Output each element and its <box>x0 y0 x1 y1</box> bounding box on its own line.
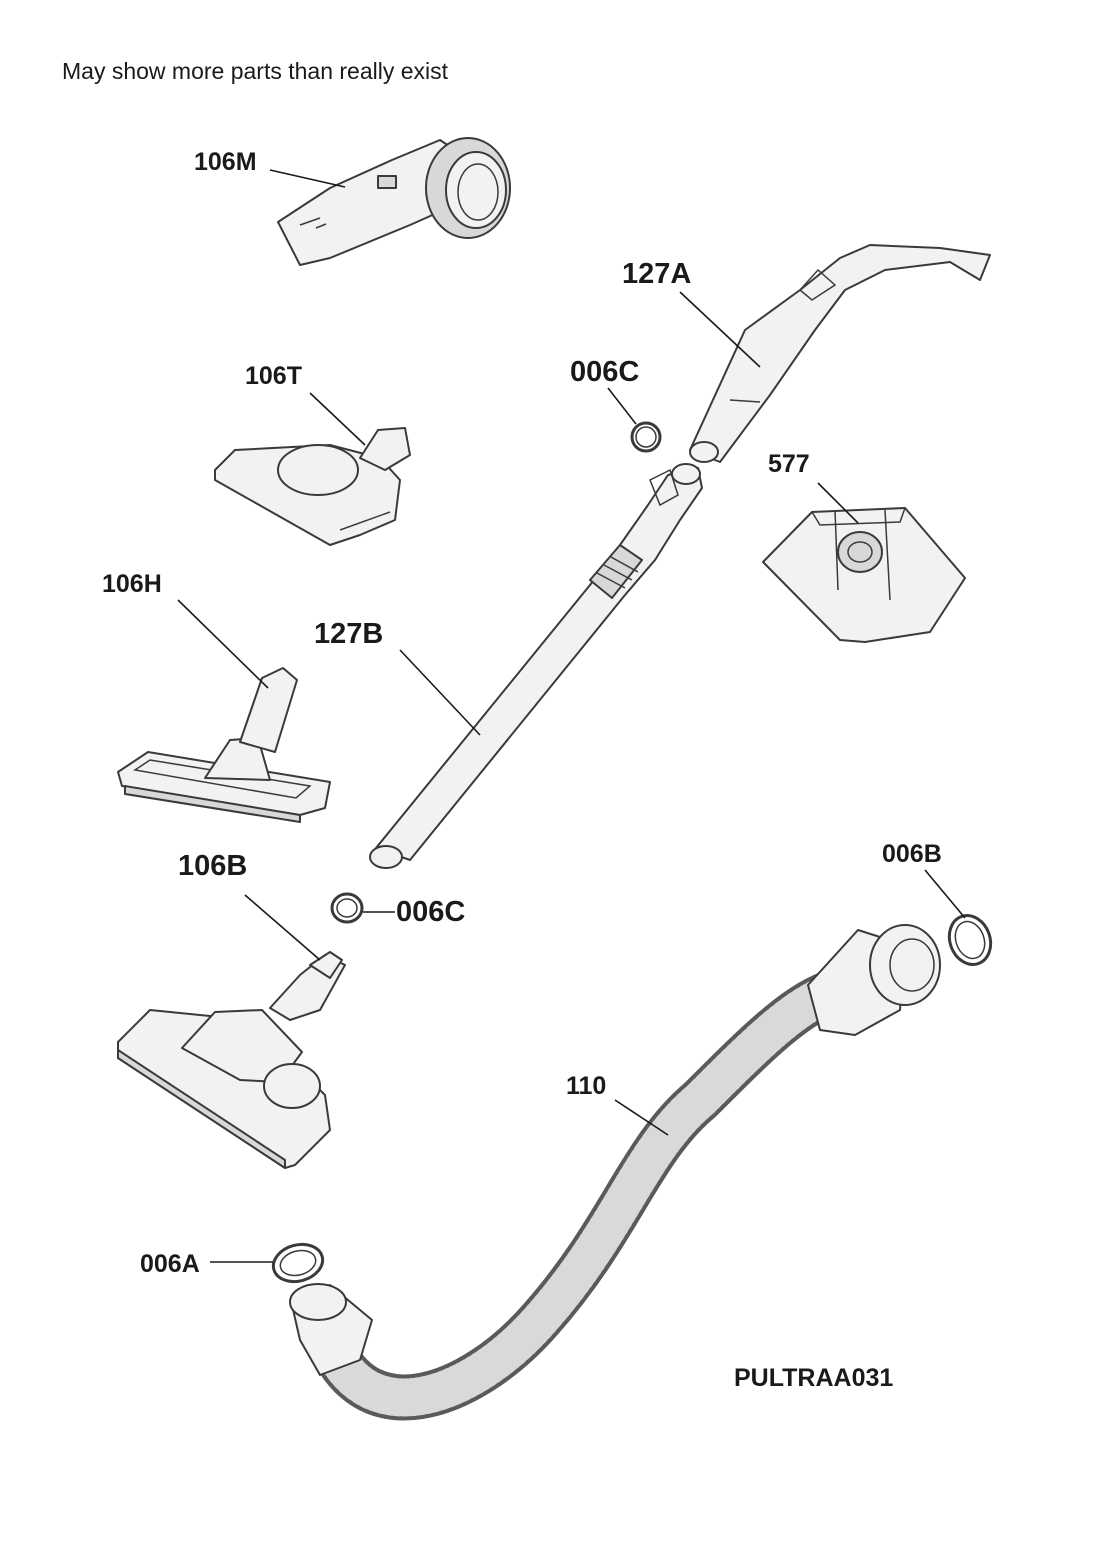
leader-127A <box>679 291 761 368</box>
part-106T-drawing <box>214 427 411 546</box>
part-127B-drawing <box>369 463 703 869</box>
leader-106M <box>269 169 346 188</box>
label-127B: 127B <box>314 618 384 650</box>
leader-106T <box>309 392 366 446</box>
part-106H-drawing <box>117 667 331 823</box>
label-006A: 006A <box>140 1250 200 1278</box>
label-106T: 106T <box>245 362 302 390</box>
part-127A-drawing <box>689 244 991 463</box>
leader-006B <box>924 869 966 919</box>
leader-006C-top <box>607 387 637 425</box>
leader-110 <box>614 1099 669 1136</box>
label-006C-top: 006C <box>570 356 640 388</box>
label-577: 577 <box>768 450 810 478</box>
label-110: 110 <box>566 1072 607 1100</box>
part-106B-drawing <box>117 951 346 1169</box>
leader-577 <box>817 482 859 524</box>
disclaimer-note: May show more parts than really exist <box>62 58 449 84</box>
diagram-code: PULTRAA031 <box>734 1364 894 1392</box>
label-006B: 006B <box>882 840 942 868</box>
label-106H: 106H <box>102 570 162 598</box>
leader-106H <box>177 599 269 689</box>
part-006B-drawing <box>947 914 993 966</box>
leader-106B <box>244 894 321 961</box>
part-106M-drawing <box>277 137 511 266</box>
label-127A: 127A <box>622 258 692 290</box>
part-006C-top-drawing <box>630 421 662 453</box>
leader-127B <box>399 649 481 736</box>
part-577-drawing <box>762 507 966 643</box>
part-006C-bottom-drawing <box>330 892 364 924</box>
label-006C-bottom: 006C <box>396 896 466 928</box>
part-006A-drawing <box>271 1242 325 1284</box>
label-106B: 106B <box>178 850 248 882</box>
label-106M: 106M <box>194 148 257 176</box>
part-110-drawing <box>289 924 941 1421</box>
